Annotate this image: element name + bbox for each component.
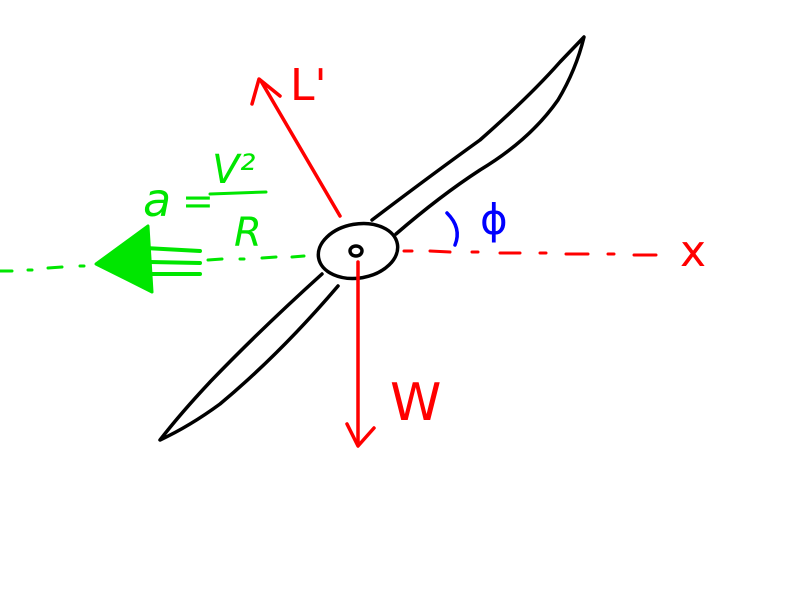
acceleration-axis (0, 254, 306, 273)
formula-numerator: V² (212, 147, 255, 193)
x-axis-label: x (680, 226, 706, 277)
acceleration-arrow (94, 224, 202, 294)
acceleration-formula: a = V² R (143, 147, 268, 256)
weight-label: W (390, 373, 441, 433)
formula-equals: = (182, 179, 214, 223)
weight-vector (345, 260, 376, 448)
bank-angle-arc (445, 211, 459, 247)
lift-vector (250, 77, 342, 218)
right-wing (370, 35, 586, 236)
formula-denominator: R (234, 210, 262, 256)
x-axis-reference (402, 249, 658, 257)
formula-lhs: a (143, 173, 171, 227)
fuselage (316, 221, 400, 281)
left-wing (158, 272, 340, 442)
lift-label: L' (290, 60, 327, 111)
bank-angle-label: ϕ (480, 195, 508, 244)
formula-fraction-bar (208, 190, 268, 196)
center-of-gravity (348, 244, 364, 258)
wing (158, 35, 586, 442)
